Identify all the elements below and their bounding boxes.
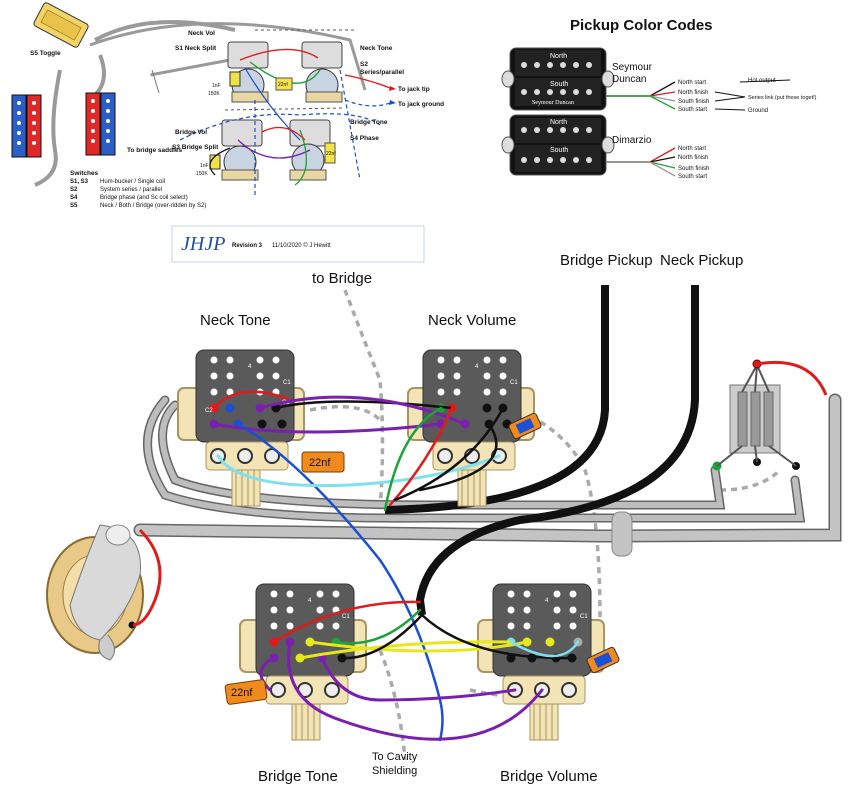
mini-1nf-b: 1nF bbox=[200, 163, 209, 169]
sd-wire-label: South start bbox=[678, 107, 707, 113]
pin-label: C1 bbox=[510, 380, 518, 386]
dm-wire-label: South start bbox=[678, 174, 707, 180]
neck-tone-capacitor: 22nf bbox=[301, 451, 345, 473]
neck-tone-title: Neck Tone bbox=[200, 312, 271, 329]
sd-note: Series link (put these toget!) bbox=[748, 95, 817, 101]
switch-key: S4 bbox=[70, 195, 78, 201]
bridge-pickup-cable bbox=[384, 285, 609, 514]
neck-vol-label: Neck Vol bbox=[188, 30, 215, 37]
switches-legend: Switches S1, S3 Hum-bucker / Single coil… bbox=[70, 170, 206, 209]
mini-cap-22nf-a: 22nf bbox=[278, 82, 288, 88]
pin-label: C1 bbox=[342, 614, 350, 620]
s5-toggle-label: S5 Toggle bbox=[30, 50, 61, 57]
bridge-volume-pot: 4 C1 bbox=[477, 583, 620, 741]
s4-phase-label: S4 Phase bbox=[350, 135, 379, 142]
dm-north-label: North bbox=[550, 119, 567, 126]
bridge-vol-label: Bridge Vol bbox=[175, 129, 207, 136]
sd-north-label: North bbox=[550, 53, 567, 60]
to-bridge-label: to Bridge bbox=[312, 270, 372, 287]
seymour-duncan-humbucker: North South Seymour Duncan bbox=[501, 47, 615, 111]
mini-150k-b: 150K bbox=[196, 171, 208, 177]
bridge-tone-title: Bridge Tone bbox=[258, 768, 338, 785]
s2-label: S2 bbox=[360, 61, 368, 68]
sd-wire-label: South finish bbox=[678, 99, 709, 105]
neck-tone-pot: 4 C1 C2 C1 bbox=[177, 349, 305, 507]
sd-wire-label: North finish bbox=[678, 90, 708, 96]
switch-desc: Neck / Both / Bridge (over-ridden by S2) bbox=[100, 203, 206, 209]
bridge-volume-title: Bridge Volume bbox=[500, 768, 598, 785]
pin-label: 4 bbox=[475, 364, 479, 370]
sd-south-label: South bbox=[550, 81, 568, 88]
mini-wiring-diagram: S5 Toggle bbox=[11, 2, 444, 209]
pin-label: 4 bbox=[545, 598, 549, 604]
cap-neck-label: 22nf bbox=[309, 457, 331, 469]
mini-1nf-a: 1nF bbox=[212, 83, 221, 89]
mini-neck-pickup bbox=[11, 94, 42, 158]
revision-text: Revision 3 bbox=[232, 243, 263, 249]
neck-pickup-cable bbox=[415, 285, 699, 616]
dimarzio-humbucker: North South bbox=[501, 114, 615, 176]
date-author-text: 11/10/2020 © J Hewitt bbox=[272, 242, 331, 249]
switch-desc: Bridge phase (and Sc coil select) bbox=[100, 195, 188, 201]
switch-key: S5 bbox=[70, 203, 78, 209]
mini-neck-vol-pot bbox=[227, 41, 269, 103]
to-bridge-saddles-label: To bridge saddles bbox=[127, 147, 183, 154]
dm-south-label: South bbox=[550, 147, 568, 154]
mini-bridge-pickup bbox=[85, 92, 116, 156]
bridge-tone-label: Bridge Tone bbox=[350, 119, 388, 126]
pin-label: 4 bbox=[248, 364, 252, 370]
switch-key: S2 bbox=[70, 187, 78, 193]
sd-brand-label: Seymour Duncan bbox=[532, 100, 574, 106]
to-jack-ground-label: To jack ground bbox=[398, 101, 444, 108]
cap-bridge-label: 22nf bbox=[231, 687, 253, 699]
cavity-label-1: To Cavity bbox=[372, 751, 418, 763]
color-codes-title: Pickup Color Codes bbox=[570, 17, 713, 34]
sd-wire-label: North start bbox=[678, 80, 706, 86]
pickup-color-codes: Pickup Color Codes North South Seymour D… bbox=[501, 17, 817, 180]
shielded-cables bbox=[133, 393, 842, 557]
pickup-selector-switch bbox=[712, 359, 828, 471]
dimarzio-label: Dimarzio bbox=[612, 135, 652, 146]
mini-150k-a: 150K bbox=[208, 91, 220, 97]
dm-wire-label: North start bbox=[678, 146, 706, 152]
neck-volume-title: Neck Volume bbox=[428, 312, 516, 329]
sd-note: Ground bbox=[748, 108, 768, 114]
mini-bridge-vol-pot bbox=[209, 119, 263, 181]
switch-key: S1, S3 bbox=[70, 179, 89, 185]
pin-label: 4 bbox=[308, 598, 312, 604]
switches-heading: Switches bbox=[70, 170, 99, 177]
bridge-tone-pot: 4 C1 bbox=[239, 583, 367, 741]
neck-pickup-label: Neck Pickup bbox=[660, 252, 743, 269]
bridge-tone-capacitor: 22nf bbox=[224, 679, 268, 705]
bridge-pickup-label: Bridge Pickup bbox=[560, 252, 653, 269]
switch-desc: Hum-bucker / Single coil bbox=[100, 179, 165, 185]
s1-neck-split-label: S1 Neck Split bbox=[175, 45, 217, 52]
mini-neck-tone-pot bbox=[301, 41, 343, 103]
output-jack bbox=[46, 524, 144, 661]
switch-desc: System series / parallel bbox=[100, 187, 162, 193]
dm-wire-label: North finish bbox=[678, 155, 708, 161]
pin-label: C1 bbox=[580, 614, 588, 620]
s5-toggle bbox=[33, 2, 89, 48]
dm-wire-label: South finish bbox=[678, 166, 709, 172]
mini-bridge-tone-pot bbox=[289, 119, 331, 181]
jhjp-credit-box: JHJP Revision 3 11/10/2020 © J Hewitt bbox=[171, 225, 425, 263]
main-wires bbox=[212, 390, 580, 742]
duncan-label: Duncan bbox=[612, 74, 646, 85]
series-parallel-label: Series/parallel bbox=[360, 69, 404, 76]
seymour-label: Seymour bbox=[612, 62, 653, 73]
jhjp-logo: JHJP bbox=[181, 233, 225, 255]
cavity-label-2: Shielding bbox=[372, 765, 417, 777]
pin-label: C1 bbox=[283, 380, 291, 386]
pin-label: C2 bbox=[205, 408, 213, 414]
s3-bridge-split-label: S3 Bridge Split bbox=[172, 144, 219, 151]
sd-note: Hot output bbox=[748, 78, 776, 84]
to-jack-tip-label: To jack tip bbox=[398, 86, 430, 93]
jack-tip-wire bbox=[132, 528, 162, 627]
neck-tone-label: Neck Tone bbox=[360, 45, 393, 52]
mini-cap-22nf-b: 22nf bbox=[326, 151, 336, 157]
